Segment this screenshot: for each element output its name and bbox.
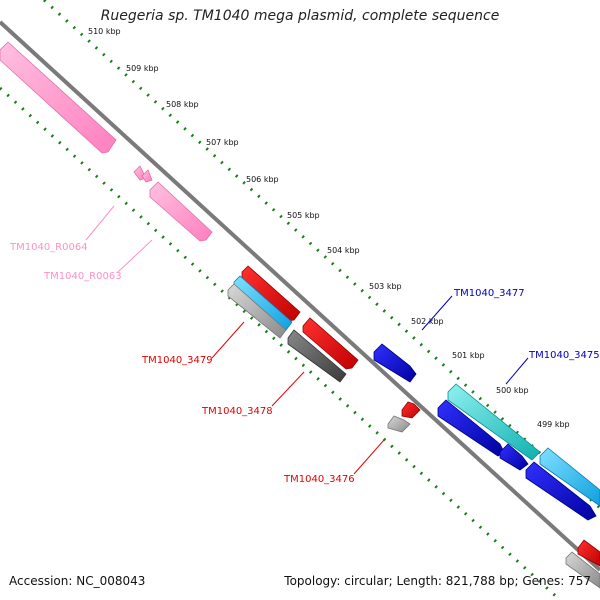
callout-line [85,205,115,241]
tick-label: 505 kbp [287,211,320,220]
gene-feature[interactable] [401,401,421,419]
tick-label: 502 kbp [411,317,444,326]
callout-line [505,357,529,385]
callout-line [421,295,453,331]
gene-feature[interactable] [149,181,213,242]
gene-feature[interactable] [447,383,541,461]
gene-feature[interactable] [141,169,153,183]
genome-summary-text: Topology: circular; Length: 821,788 bp; … [284,574,591,588]
callout-line [353,439,385,475]
tick-labels: 510 kbp 509 kbp 508 kbp 507 kbp 506 kbp … [88,27,570,429]
gene-feature[interactable] [499,443,529,471]
tick-label: 503 kbp [369,282,402,291]
gene-label[interactable]: TM1040_R0064 [9,242,88,253]
gene-feature[interactable] [525,461,597,521]
tick-label: 506 kbp [246,175,279,184]
tick-label: 510 kbp [88,27,121,36]
tick-label: 509 kbp [126,64,159,73]
gene-feature[interactable] [302,317,359,370]
gene-label[interactable]: TM1040_3475 [528,350,600,361]
gene-feature[interactable] [565,551,600,589]
gene-feature[interactable] [287,329,347,383]
gene-feature[interactable] [577,539,600,567]
tick-label: 504 kbp [327,246,360,255]
outer-tick-track [42,0,600,510]
gene-label[interactable]: TM1040_3477 [453,288,525,299]
genome-backbone [0,20,600,572]
gene-feature[interactable] [373,343,417,383]
gene-label[interactable]: TM1040_3476 [283,474,355,485]
callout-line [271,371,305,407]
gene-feature[interactable] [539,447,600,507]
gene-label[interactable]: TM1040_3479 [141,355,213,366]
accession-text: Accession: NC_008043 [9,574,146,588]
callout-line [117,239,153,273]
inner-tick-track [0,86,562,600]
map-title: Ruegeria sp. TM1040 mega plasmid, comple… [100,8,500,24]
gene-labels: TM1040_R0064 TM1040_R0063 TM1040_3479 TM… [9,242,600,485]
gene-feature[interactable] [387,415,411,433]
tick-label: 508 kbp [166,100,199,109]
gene-feature[interactable] [227,283,287,339]
tick-label: 500 kbp [496,386,529,395]
tick-label: 501 kbp [452,351,485,360]
callout-line [211,321,245,359]
gene-label[interactable]: TM1040_R0063 [43,271,122,282]
tick-label: 499 kbp [537,420,570,429]
gene-label[interactable]: TM1040_3478 [201,406,273,417]
tick-label: 507 kbp [206,138,239,147]
gene-feature[interactable] [0,41,117,154]
